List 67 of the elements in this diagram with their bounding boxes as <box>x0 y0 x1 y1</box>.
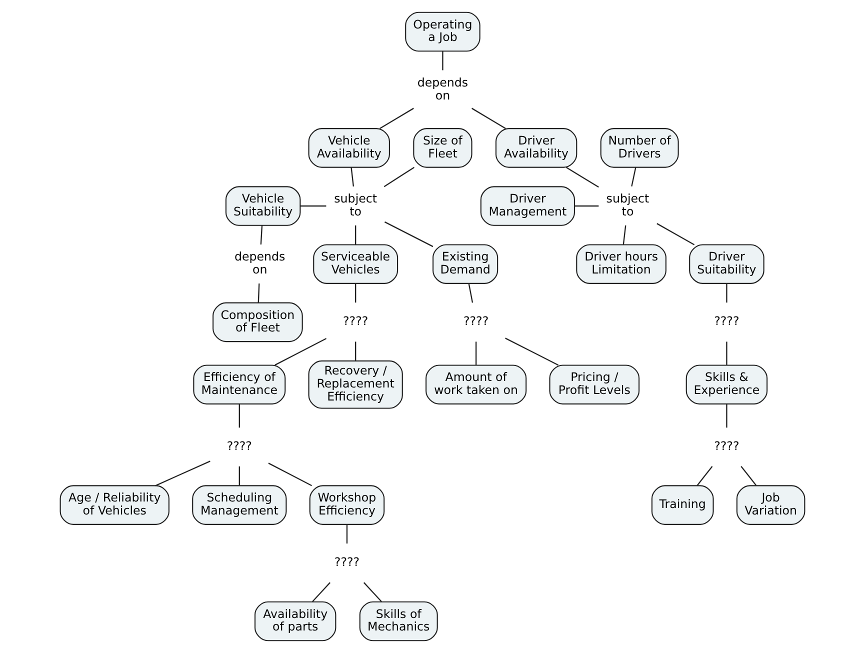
connector <box>656 223 695 246</box>
node-box: Amount of work taken on <box>426 364 527 404</box>
connector <box>346 524 348 544</box>
connector <box>696 466 713 486</box>
node-text: ???? <box>226 438 252 453</box>
connector <box>475 342 477 366</box>
node-box: Skills & Experience <box>686 364 768 404</box>
node-text: subject to <box>606 192 650 218</box>
node-text: ???? <box>464 314 489 328</box>
connector <box>380 108 414 130</box>
connector <box>238 466 240 486</box>
connector <box>726 404 728 428</box>
node-box: Training <box>651 485 714 525</box>
node-box: Recovery / Replacement Efficiency <box>308 360 403 409</box>
node-box: Efficiency of Maintenance <box>193 364 286 404</box>
node-box: Number of Drivers <box>600 128 679 168</box>
connector <box>312 582 330 602</box>
node-box: Availability of parts <box>254 601 336 642</box>
connector <box>468 283 474 303</box>
connector <box>726 284 728 303</box>
connector <box>258 283 260 303</box>
node-box: Vehicle Availability <box>308 128 390 168</box>
node-box: Driver Management <box>480 186 576 226</box>
connector <box>350 167 354 186</box>
node-box: Scheduling Management <box>192 485 287 525</box>
connector <box>355 342 356 361</box>
connector <box>260 225 263 245</box>
node-box: Existing Demand <box>432 244 498 284</box>
node-box: Pricing / Profit Levels <box>549 364 640 404</box>
connector <box>355 225 356 244</box>
connector <box>740 466 757 486</box>
node-box: Size of Fleet <box>413 128 472 168</box>
node-text: subject to <box>334 192 378 218</box>
connector <box>384 221 434 248</box>
connector <box>726 342 728 366</box>
node-text: ???? <box>714 438 740 453</box>
connector <box>631 167 636 187</box>
connector <box>363 582 382 602</box>
connector <box>574 205 599 207</box>
node-box: Skills of Mechanics <box>359 601 438 642</box>
connector <box>155 460 210 486</box>
connector <box>384 166 415 188</box>
node-box: Driver Suitability <box>689 244 764 284</box>
node-box: Composition of Fleet <box>212 302 303 342</box>
node-box: Age / Reliability of Vehicles <box>60 485 170 525</box>
node-box: Serviceable Vehicles <box>313 244 398 284</box>
node-text: ???? <box>334 555 360 570</box>
connector <box>505 338 559 366</box>
connector <box>274 338 327 366</box>
connector <box>355 284 356 303</box>
connector <box>566 166 599 188</box>
node-box: Vehicle Suitability <box>225 186 301 226</box>
connector <box>472 108 506 130</box>
connector <box>268 462 312 486</box>
node-box: Operating a Job <box>405 12 480 52</box>
node-text: depends on <box>234 250 286 277</box>
node-box: Job Variation <box>736 485 806 525</box>
node-box: Driver hours Limitation <box>576 244 666 284</box>
node-box: Workshop Efficiency <box>309 485 385 525</box>
node-text: ???? <box>714 314 740 328</box>
connector <box>622 225 626 245</box>
connector <box>300 205 326 207</box>
node-text: depends on <box>417 75 468 102</box>
node-box: Driver Availability <box>495 128 578 168</box>
connector <box>238 404 240 428</box>
node-text: ???? <box>343 314 368 328</box>
connector <box>442 51 444 70</box>
